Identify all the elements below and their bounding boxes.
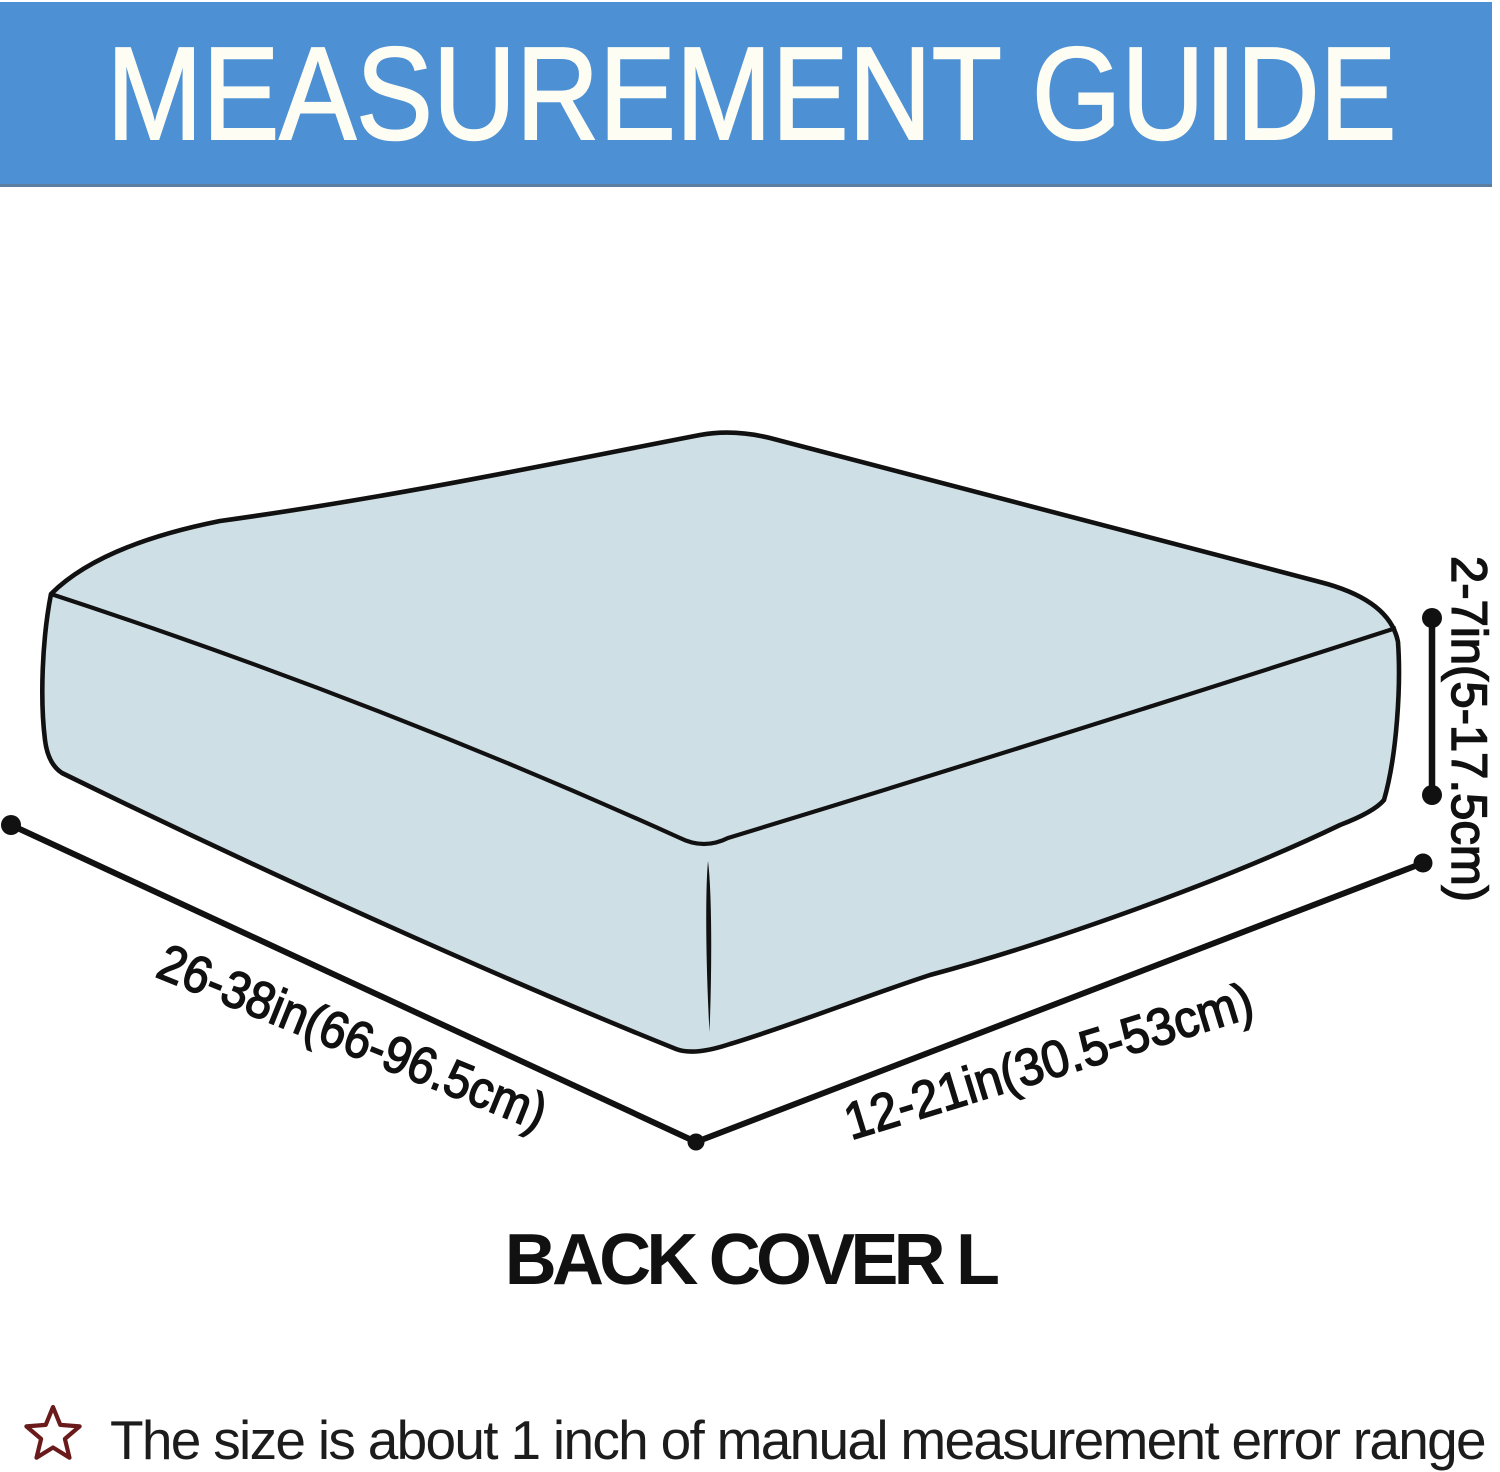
svg-text:2-7in(5-17.5cm): 2-7in(5-17.5cm) bbox=[1441, 556, 1497, 902]
